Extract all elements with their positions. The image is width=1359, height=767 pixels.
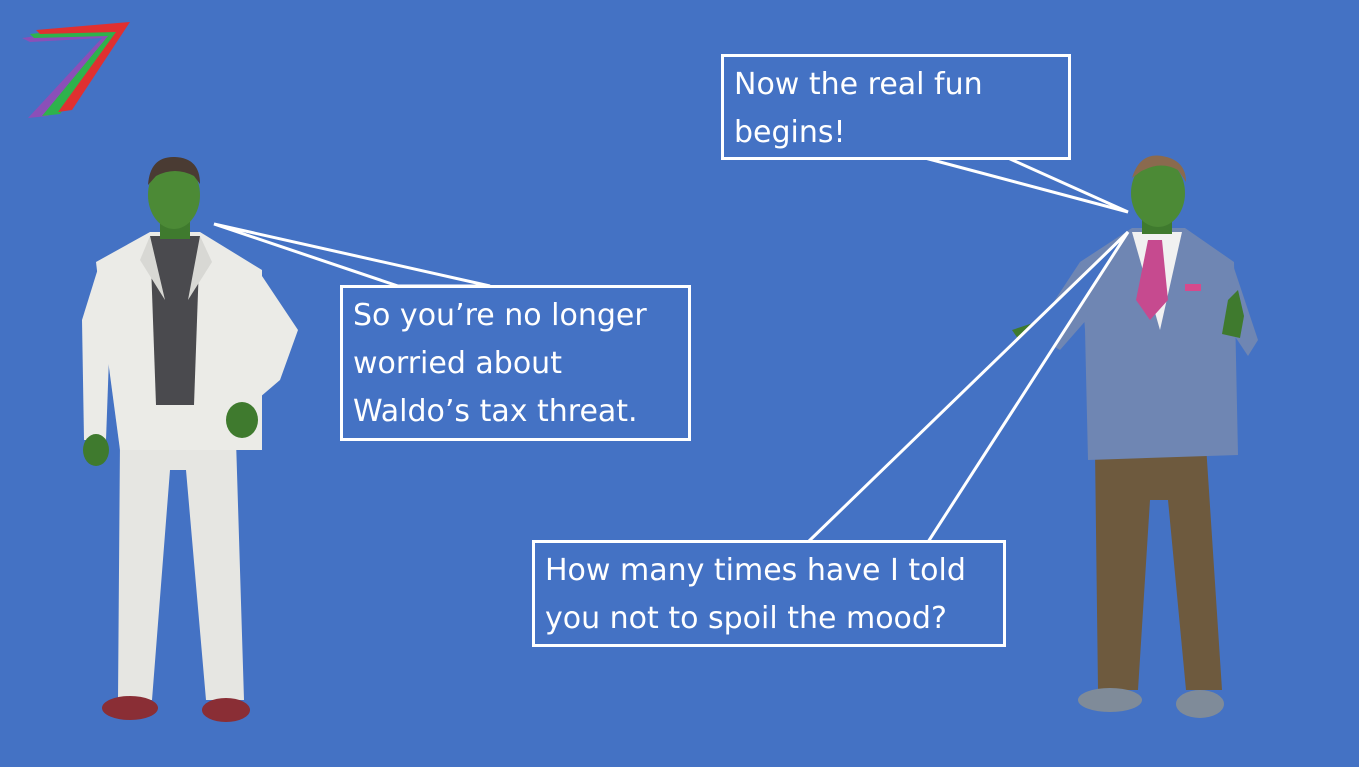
speech-bubble-tax: So you’re no longer worried about Waldo’… [340, 285, 691, 441]
speech-bubble-mood: How many times have I told you not to sp… [532, 540, 1006, 647]
bubble-line: Waldo’s tax threat. [353, 394, 638, 429]
bubble-line: How many times have I told [545, 553, 966, 588]
bubble-line: worried about [353, 346, 562, 381]
speech-bubble-fun: Now the real fun begins! [721, 54, 1071, 160]
bubble-line: So you’re no longer [353, 298, 647, 333]
right-character-figure [1012, 155, 1258, 718]
bubble-line: you not to spoil the mood? [545, 601, 947, 636]
left-character-figure [82, 156, 298, 722]
bubble-line: begins! [734, 115, 846, 150]
tail-mood [804, 230, 1130, 544]
bubble-line: Now the real fun [734, 67, 983, 102]
tricolor-seven-logo-icon [22, 22, 130, 118]
tail-fun [924, 156, 1129, 214]
